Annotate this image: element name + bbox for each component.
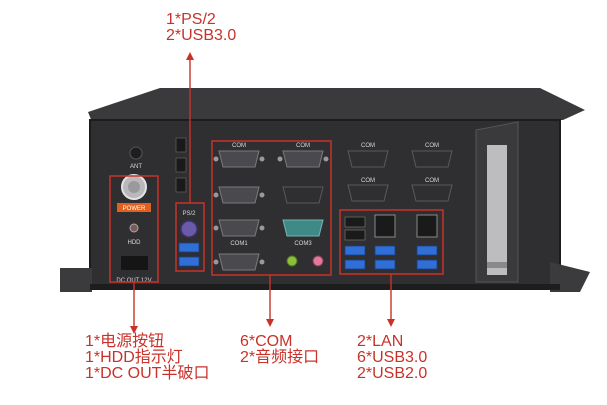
callout-bottom-mid: 6*COM 2*音频接口	[240, 334, 319, 366]
com-port-3[interactable]	[213, 186, 265, 204]
com-label-1: COM	[232, 143, 246, 149]
usb3-port-6[interactable]	[416, 259, 438, 270]
com-knockout-r3	[347, 184, 389, 202]
ps2-label: PS/2	[182, 211, 196, 217]
com-label-4: COM	[425, 143, 439, 149]
expansion-slot-cover	[487, 145, 507, 275]
usb2-stacked-port-1[interactable]	[344, 216, 366, 228]
callout-bottom-right-line3: 2*USB2.0	[357, 365, 428, 382]
dc-out-port[interactable]	[121, 256, 148, 270]
antenna-hole	[129, 146, 143, 160]
com-label-2: COM	[296, 143, 310, 149]
callout-bottom-right-line1: 2*LAN	[357, 333, 404, 350]
com-port-1[interactable]	[213, 150, 265, 168]
callout-bottom-right: 2*LAN 6*USB3.0 2*USB2.0	[357, 334, 427, 382]
ps2-port[interactable]	[180, 220, 198, 238]
callout-top-line2: 2*USB3.0	[166, 27, 237, 44]
usb2-stacked-port-2[interactable]	[344, 229, 366, 241]
usb3-port-1[interactable]	[344, 245, 366, 256]
usb2-port-1[interactable]	[175, 137, 187, 153]
callout-top: 1*PS/2 2*USB3.0	[166, 12, 236, 44]
usb3-port-4[interactable]	[374, 259, 396, 270]
dc-out-label: DC OUT 12V	[116, 278, 151, 284]
com-port-com3[interactable]	[282, 219, 324, 237]
usb3-port-b[interactable]	[178, 256, 200, 267]
callout-bottom-right-line2: 6*USB3.0	[357, 349, 428, 366]
com-label-3: COM	[361, 143, 375, 149]
callout-top-line1: 1*PS/2	[166, 11, 216, 28]
usb2-port-3[interactable]	[175, 177, 187, 193]
com-port-6[interactable]	[213, 253, 265, 271]
com3-label: COM3	[294, 241, 312, 247]
ant-label: ANT	[130, 164, 142, 170]
highlight-box-com	[211, 140, 332, 276]
callout-bottom-mid-line1: 6*COM	[240, 333, 293, 350]
lan-port-2[interactable]	[416, 214, 438, 238]
callout-bottom-mid-line2: 2*音频接口	[240, 349, 320, 366]
audio-jack-line-out[interactable]	[286, 255, 298, 267]
com-port-2[interactable]	[277, 150, 329, 168]
usb3-port-5[interactable]	[416, 245, 438, 256]
hdd-label: HDD	[128, 240, 142, 246]
com-knockout-r2	[411, 150, 453, 168]
com-label-6: COM	[425, 178, 439, 184]
callout-bottom-left: 1*电源按钮 1*HDD指示灯 1*DC OUT半破口	[85, 334, 209, 382]
com-port-com1[interactable]	[213, 219, 265, 237]
lan-port-1[interactable]	[374, 214, 396, 238]
chassis-top	[88, 88, 585, 122]
com-knockout-r4	[411, 184, 453, 202]
audio-jack-mic[interactable]	[312, 255, 324, 267]
usb3-port-3[interactable]	[374, 245, 396, 256]
com-knockout-r1	[347, 150, 389, 168]
usb2-port-2[interactable]	[175, 157, 187, 173]
callout-bottom-left-line1: 1*电源按钮	[85, 333, 165, 350]
hdd-led	[129, 223, 139, 233]
callout-bottom-left-line3: 1*DC OUT半破口	[85, 365, 210, 382]
com1-label: COM1	[230, 241, 248, 247]
mounting-foot-left	[60, 268, 92, 292]
com-label-5: COM	[361, 178, 375, 184]
usb3-port-2[interactable]	[344, 259, 366, 270]
com-knockout-mid	[282, 186, 324, 204]
power-label-bg	[117, 203, 151, 212]
usb3-port-a[interactable]	[178, 242, 200, 253]
power-label: POWER	[123, 206, 146, 212]
callout-bottom-left-line2: 1*HDD指示灯	[85, 349, 183, 366]
